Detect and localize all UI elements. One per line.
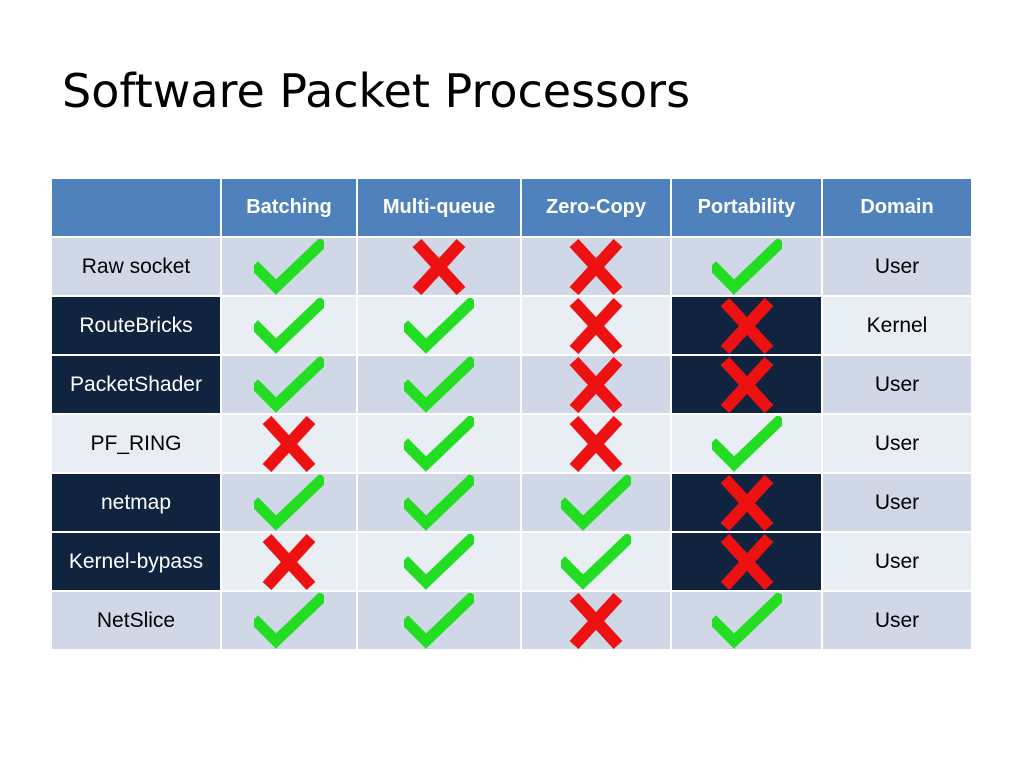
check-icon — [254, 474, 324, 531]
cell-batching — [222, 238, 358, 297]
cell-multi-queue — [358, 533, 522, 592]
cell-batching — [222, 297, 358, 356]
table-row: Raw socket User — [52, 238, 971, 297]
cell-portability — [672, 533, 823, 592]
cell-zero-copy — [522, 415, 672, 474]
cell-multi-queue — [358, 297, 522, 356]
check-icon — [254, 297, 324, 354]
row-label: netmap — [52, 474, 222, 533]
check-icon — [711, 592, 782, 649]
cell-domain: User — [823, 415, 971, 474]
table-row: Kernel-bypass User — [52, 533, 971, 592]
cross-icon — [712, 356, 782, 413]
cross-icon — [712, 297, 782, 354]
row-label: PacketShader — [52, 356, 222, 415]
header-cell-multi-queue: Multi-queue — [358, 179, 522, 238]
cross-icon — [561, 238, 631, 295]
cell-batching — [222, 592, 358, 651]
cross-icon — [254, 533, 324, 590]
table-row: netmap User — [52, 474, 971, 533]
check-icon — [254, 238, 324, 295]
cell-zero-copy — [522, 533, 672, 592]
row-label: Kernel-bypass — [52, 533, 222, 592]
check-icon — [404, 415, 474, 472]
cell-multi-queue — [358, 592, 522, 651]
cross-icon — [712, 533, 782, 590]
cell-zero-copy — [522, 474, 672, 533]
cell-multi-queue — [358, 238, 522, 297]
cross-icon — [561, 356, 631, 413]
check-icon — [561, 474, 631, 531]
cell-multi-queue — [358, 415, 522, 474]
cell-domain: User — [823, 592, 971, 651]
cross-icon — [561, 415, 631, 472]
header-cell-zero-copy: Zero-Copy — [522, 179, 672, 238]
check-icon — [254, 592, 324, 649]
table-row: RouteBricks Kernel — [52, 297, 971, 356]
cell-multi-queue — [358, 356, 522, 415]
cell-multi-queue — [358, 474, 522, 533]
cell-portability — [672, 238, 823, 297]
slide-title: Software Packet Processors — [62, 64, 691, 118]
cell-domain: User — [823, 533, 971, 592]
cell-batching — [222, 474, 358, 533]
cross-icon — [561, 592, 631, 649]
cell-zero-copy — [522, 297, 672, 356]
cell-domain: User — [823, 474, 971, 533]
cross-icon — [254, 415, 324, 472]
table-header-row: Batching Multi-queue Zero-Copy Portabili… — [52, 179, 971, 238]
row-label: NetSlice — [52, 592, 222, 651]
check-icon — [254, 356, 324, 413]
row-label: Raw socket — [52, 238, 222, 297]
cell-portability — [672, 356, 823, 415]
comparison-table: Batching Multi-queue Zero-Copy Portabili… — [52, 179, 971, 651]
row-label: PF_RING — [52, 415, 222, 474]
cell-batching — [222, 356, 358, 415]
cell-portability — [672, 592, 823, 651]
row-label: RouteBricks — [52, 297, 222, 356]
table-row: NetSlice User — [52, 592, 971, 651]
check-icon — [404, 474, 474, 531]
cell-zero-copy — [522, 238, 672, 297]
check-icon — [404, 356, 474, 413]
table-row: PacketShader User — [52, 356, 971, 415]
header-cell-portability: Portability — [672, 179, 823, 238]
cell-zero-copy — [522, 356, 672, 415]
cell-zero-copy — [522, 592, 672, 651]
header-cell-domain: Domain — [823, 179, 971, 238]
cell-portability — [672, 297, 823, 356]
cell-batching — [222, 415, 358, 474]
cell-domain: User — [823, 356, 971, 415]
table-row: PF_RING User — [52, 415, 971, 474]
cell-portability — [672, 474, 823, 533]
cross-icon — [712, 474, 782, 531]
cross-icon — [561, 297, 631, 354]
check-icon — [561, 533, 631, 590]
check-icon — [711, 415, 782, 472]
check-icon — [404, 533, 474, 590]
header-cell-batching: Batching — [222, 179, 358, 238]
cell-domain: User — [823, 238, 971, 297]
cell-domain: Kernel — [823, 297, 971, 356]
cross-icon — [404, 238, 474, 295]
check-icon — [404, 297, 474, 354]
cell-batching — [222, 533, 358, 592]
check-icon — [711, 238, 782, 295]
check-icon — [404, 592, 474, 649]
header-cell-empty — [52, 179, 222, 238]
cell-portability — [672, 415, 823, 474]
